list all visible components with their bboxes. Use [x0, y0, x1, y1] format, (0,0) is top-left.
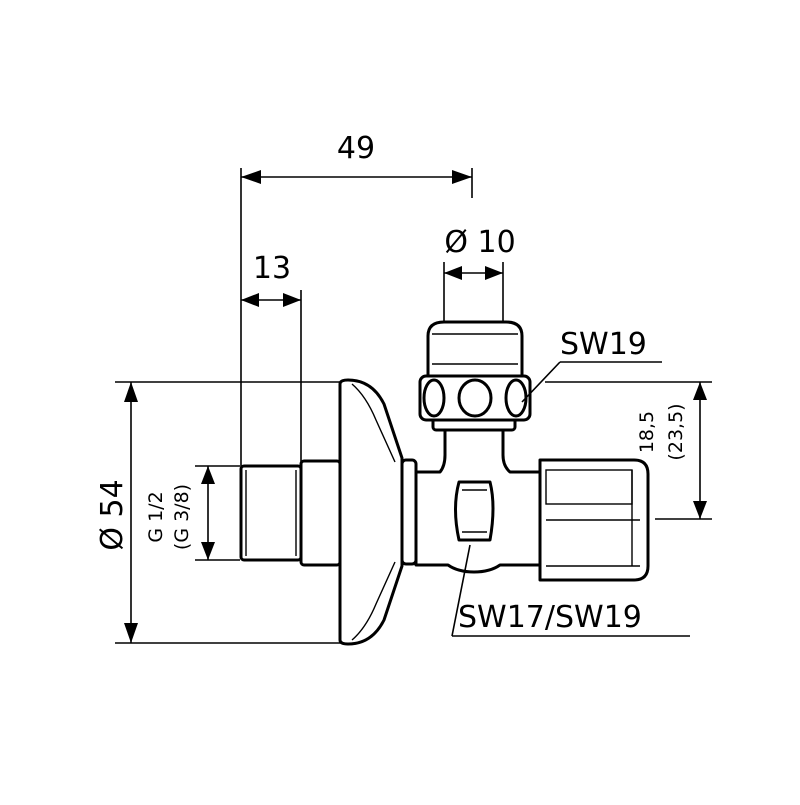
- body-inner-hex: [454, 480, 495, 542]
- dimension-thread: G 1/2 (G 3/8): [145, 466, 215, 560]
- sw19-label: SW19: [560, 327, 647, 362]
- dim-d10-label: Ø 10: [444, 225, 515, 260]
- spindle-cap: [426, 320, 524, 378]
- dimension-d54: Ø 54: [95, 382, 138, 643]
- dimension-13: 13: [241, 251, 301, 307]
- inlet-thread: [239, 464, 303, 562]
- valve-body: [239, 320, 650, 646]
- dim-13-label: 13: [253, 251, 291, 286]
- hex-face-center: [457, 378, 493, 418]
- inlet-hex: [299, 459, 342, 567]
- dimension-d10: Ø 10: [444, 225, 516, 280]
- extension-lines: [115, 168, 712, 644]
- body-ring: [400, 458, 418, 566]
- dimension-49: 49: [241, 131, 472, 184]
- thread-size-label: G 1/2: [145, 491, 167, 542]
- thread-size-alt-label: (G 3/8): [171, 484, 193, 550]
- dim-d54-label: Ø 54: [95, 479, 130, 550]
- dim-49-label: 49: [337, 131, 375, 166]
- callout-sw19: SW19: [521, 327, 662, 403]
- callout-sw17-sw19: SW17/SW19: [451, 544, 690, 637]
- hex-face-right: [504, 378, 528, 418]
- outlet-offset-label: 18,5: [636, 411, 658, 453]
- sw17-sw19-label: SW17/SW19: [458, 600, 642, 635]
- dimension-outlet-offset: 18,5 (23,5): [636, 382, 707, 519]
- hex-face-left: [422, 378, 446, 418]
- outlet-offset-alt-label: (23,5): [665, 403, 687, 460]
- flange-rosette: [338, 378, 404, 646]
